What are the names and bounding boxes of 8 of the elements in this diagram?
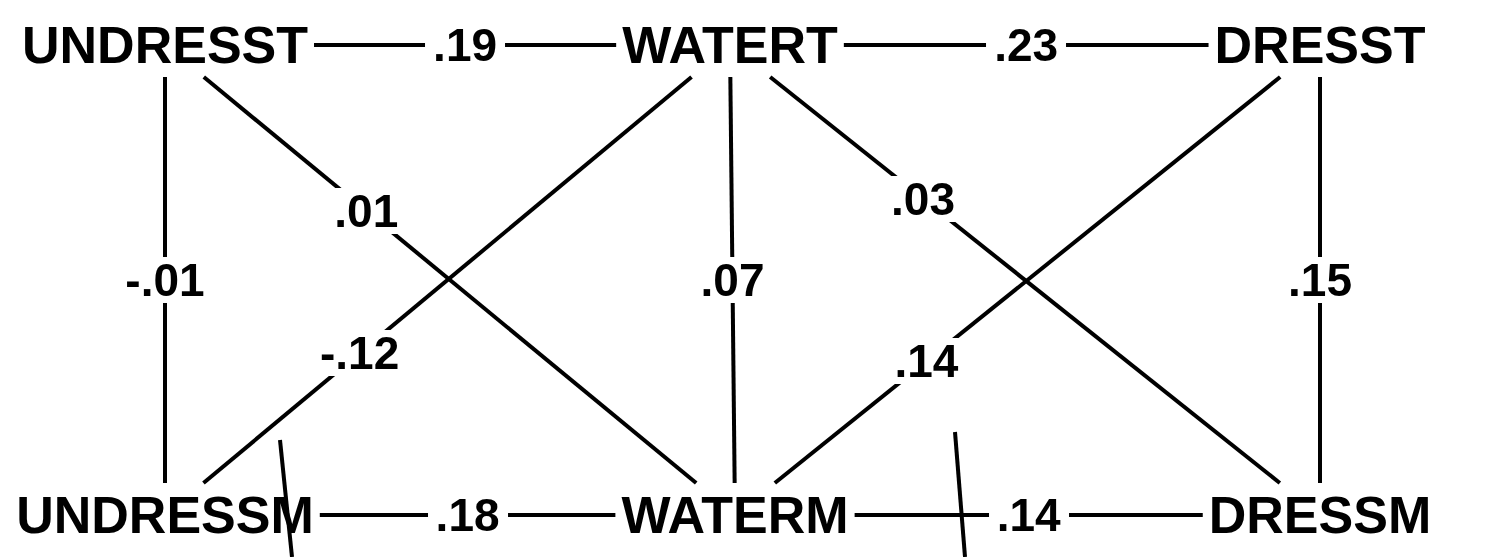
variable-label: UNDRESST — [22, 19, 308, 71]
connector-line — [728, 76, 737, 484]
variable-label: WATERT — [622, 19, 838, 71]
variable-label: DRESSM — [1208, 489, 1432, 541]
variable-label: DRESST — [1214, 19, 1426, 71]
connector-line — [1318, 77, 1322, 483]
connector-line — [163, 77, 167, 483]
variable-label: WATERM — [621, 489, 849, 541]
